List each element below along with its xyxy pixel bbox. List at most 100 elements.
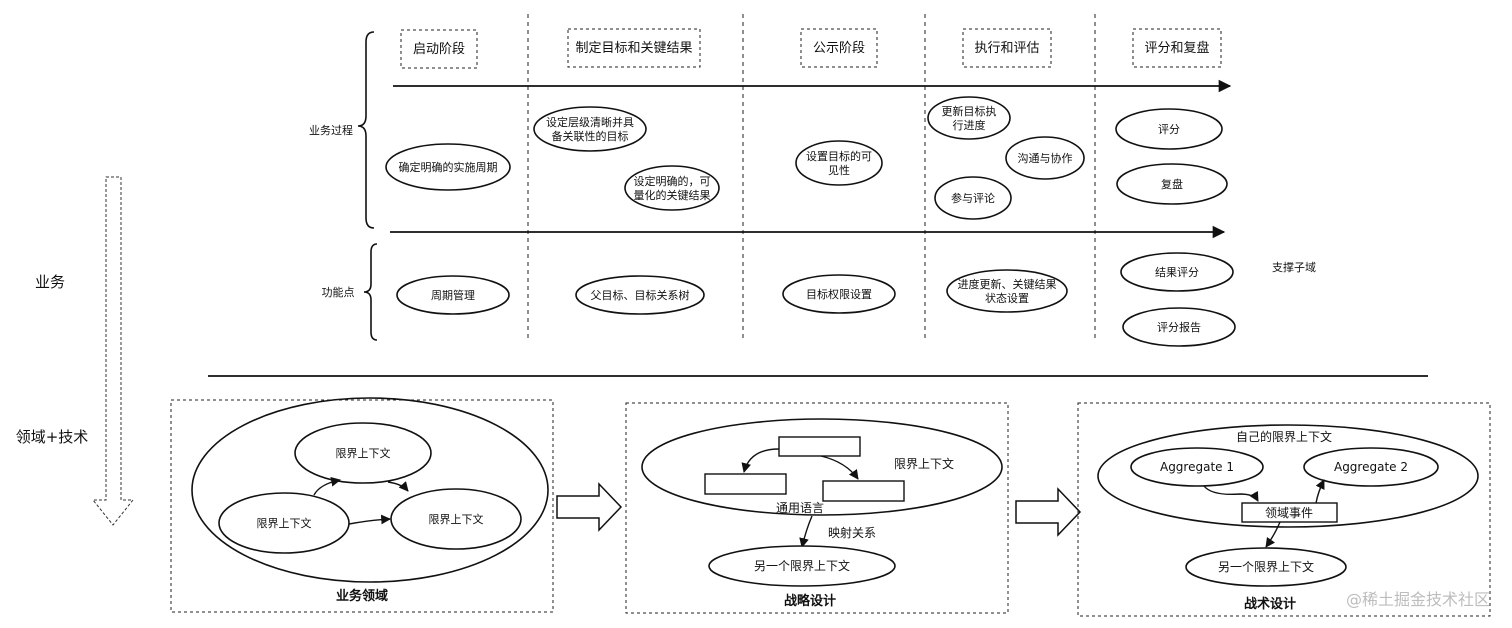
feature-node-label: 结果评分 (1155, 266, 1199, 279)
domain-event-label: 领域事件 (1265, 506, 1313, 520)
stage-title-review-label: 评分和复盘 (1144, 40, 1209, 56)
model-box (778, 436, 861, 457)
aggregate-label: Aggregate 2 (1334, 460, 1408, 474)
process-node: 设定明确的，可 量化的关键结果 (624, 165, 720, 211)
feature-node: 进度更新、关键结果 状态设置 (946, 269, 1068, 313)
support-subdomain-label: 支撑子域 (1272, 260, 1316, 274)
aggregate-label: Aggregate 1 (1160, 460, 1234, 474)
process-node-label: 行进度 (953, 118, 986, 132)
feature-node-label: 目标权限设置 (806, 287, 872, 301)
process-node-label: 设定层级清晰并具 (546, 115, 634, 129)
aggregate-node: Aggregate 2 (1303, 447, 1439, 487)
stage-title-startup-label: 启动阶段 (413, 42, 465, 57)
model-box (822, 480, 905, 502)
strategic-design-caption: 战略设计 (784, 593, 836, 609)
tactical-design-panel: 自己的限界上下文 Aggregate 1 Aggregate 2 领域事件 另一… (1077, 402, 1491, 617)
tactical-design-caption: 战术设计 (1244, 596, 1296, 612)
other-context-node: 另一个限界上下文 (1185, 547, 1347, 587)
feature-node-label: 周期管理 (431, 288, 475, 302)
other-context-label: 另一个限界上下文 (754, 558, 850, 573)
domain-boundary (191, 397, 549, 583)
process-node-label: 备关联性的目标 (552, 129, 629, 143)
context-arrow (313, 476, 341, 496)
process-node: 确定明确的实施周期 (385, 143, 511, 191)
aggregate-node: Aggregate 1 (1130, 447, 1264, 487)
stage-title-set-goals-label: 制定目标和关键结果 (575, 41, 692, 56)
stage-title-set-goals: 制定目标和关键结果 (567, 28, 701, 68)
context-arrow (348, 514, 391, 525)
process-node-label: 设置目标的可 (806, 149, 872, 163)
model-box (704, 473, 787, 495)
process-node: 更新目标执 行进度 (927, 96, 1011, 140)
process-node: 评分 (1115, 108, 1223, 150)
bounded-context-label: 限界上下文 (894, 456, 954, 471)
process-node: 设置目标的可 见性 (795, 140, 883, 186)
process-node-label: 设定明确的，可 (634, 174, 711, 188)
bounded-context-node: 限界上下文 (294, 422, 432, 484)
bounded-context-label: 限界上下文 (336, 446, 391, 460)
feature-node-label: 状态设置 (985, 291, 1029, 305)
process-node-label: 复盘 (1161, 177, 1183, 191)
stage-title-startup: 启动阶段 (400, 29, 478, 69)
process-brace (357, 31, 375, 229)
ubiquitous-language-label: 通用语言 (776, 501, 824, 515)
stage-title-execute: 执行和评估 (962, 28, 1052, 68)
feature-node-label: 进度更新、关键结果 (958, 277, 1057, 291)
own-context-label: 自己的限界上下文 (1236, 429, 1332, 444)
process-node: 设定层级清晰并具 备关联性的目标 (533, 106, 647, 152)
business-domain-caption: 业务领域 (336, 588, 388, 604)
event-arrow (1315, 479, 1325, 504)
bounded-context-node: 限界上下文 (218, 492, 350, 554)
watermark: @稀土掘金技术社区 (1346, 590, 1490, 609)
mapping-label: 映射关系 (828, 525, 876, 540)
row-label-features: 功能点 (322, 285, 355, 299)
feature-node-label: 父目标、目标关系树 (591, 288, 690, 302)
process-node-label: 评分 (1158, 123, 1180, 136)
business-domain-panel: 限界上下文 限界上下文 限界上下文 业务领域 (170, 397, 554, 613)
process-node-label: 沟通与协作 (1018, 151, 1073, 165)
stage-title-execute-label: 执行和评估 (974, 41, 1039, 56)
process-node: 复盘 (1116, 163, 1228, 205)
feature-node-label: 评分报告 (1157, 320, 1201, 334)
side-label-domain-tech: 领域+技术 (16, 428, 89, 446)
row-label-process: 业务过程 (309, 124, 353, 137)
process-node-label: 参与评论 (951, 191, 995, 205)
column-separators (527, 14, 1096, 342)
mapping-arrow (799, 515, 813, 548)
right-arrow-icon (556, 482, 623, 532)
other-context-node: 另一个限界上下文 (708, 545, 896, 587)
context-arrow (387, 481, 409, 492)
process-node: 沟通与协作 (1005, 136, 1085, 180)
down-arrow-icon (91, 176, 135, 526)
domain-event-node: 领域事件 (1241, 502, 1338, 523)
event-arrow (1265, 521, 1281, 548)
side-label-business: 业务 (35, 273, 65, 291)
bounded-context-node: 限界上下文 (390, 488, 522, 550)
feature-node: 目标权限设置 (782, 274, 896, 314)
stage-title-publish-label: 公示阶段 (813, 41, 865, 56)
bounded-context-label: 限界上下文 (257, 516, 312, 530)
right-arrow-icon (1015, 487, 1082, 537)
feature-brace (363, 243, 378, 341)
process-node-label: 量化的关键结果 (634, 188, 711, 202)
process-node-label: 更新目标执 (942, 104, 997, 118)
model-arrow (820, 455, 859, 480)
feature-node: 周期管理 (396, 275, 510, 315)
process-node-label: 确定明确的实施周期 (399, 160, 498, 174)
event-arrow (1203, 485, 1259, 502)
bounded-context-boundary (641, 418, 1003, 516)
own-context-boundary (1097, 424, 1479, 528)
feature-node: 父目标、目标关系树 (575, 275, 705, 315)
feature-node: 评分报告 (1122, 307, 1236, 347)
strategic-design-panel: 限界上下文 通用语言 映射关系 另一个限界上下文 战略设计 (625, 402, 1009, 614)
model-arrow (741, 448, 780, 473)
stage-title-publish: 公示阶段 (800, 28, 878, 68)
process-node-label: 见性 (828, 163, 850, 177)
process-node: 参与评论 (934, 176, 1012, 220)
feature-node: 结果评分 (1120, 252, 1234, 292)
other-context-label: 另一个限界上下文 (1218, 559, 1314, 574)
bounded-context-label: 限界上下文 (429, 512, 484, 526)
stage-title-review: 评分和复盘 (1132, 28, 1222, 68)
